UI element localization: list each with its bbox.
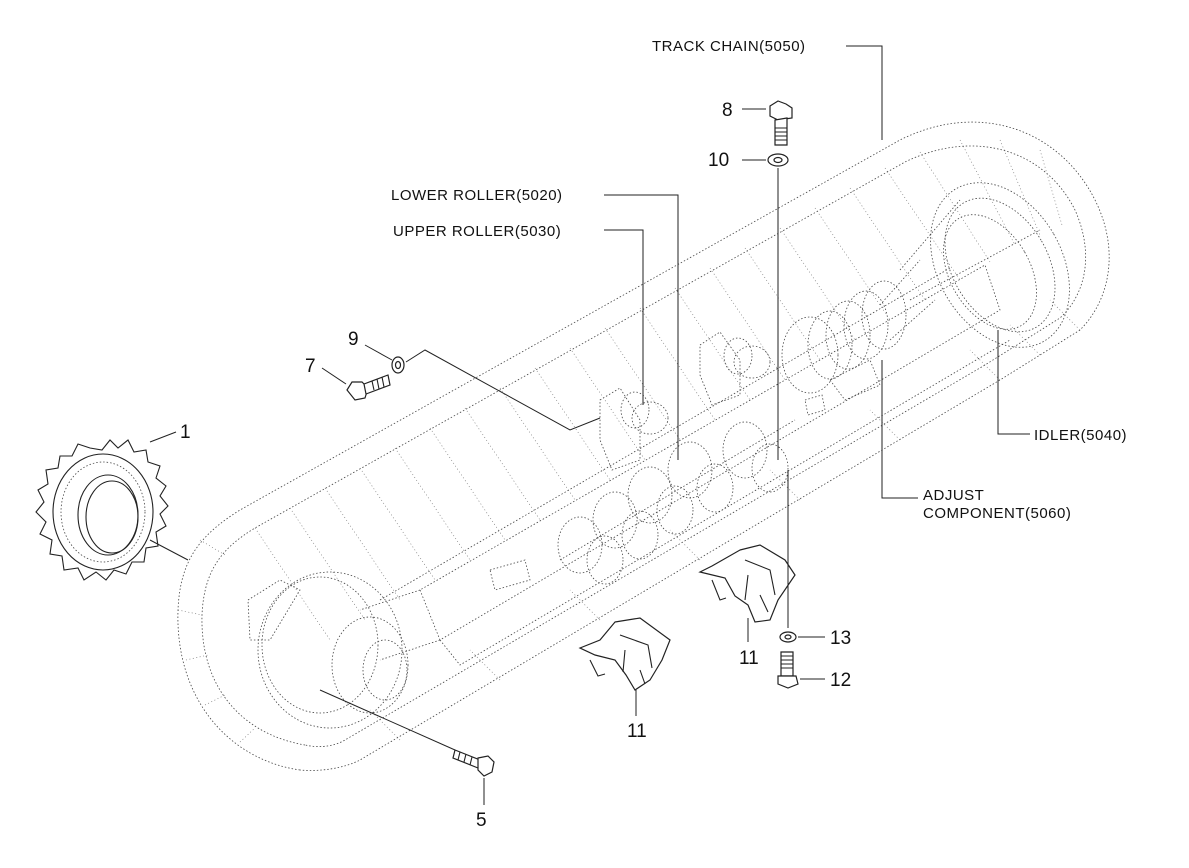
washer-9-drawing bbox=[391, 356, 405, 374]
label-upper-roller: UPPER ROLLER(5030) bbox=[393, 223, 561, 240]
leader-lines bbox=[149, 45, 1030, 805]
adjust-component-drawing bbox=[781, 259, 936, 416]
part-callouts: 1 5 7 8 9 10 11 11 12 13 bbox=[180, 100, 851, 831]
track-frame bbox=[359, 264, 1011, 666]
washer-13-drawing bbox=[779, 631, 797, 643]
track-guard-11-right-drawing bbox=[698, 544, 796, 623]
callout-11-right: 11 bbox=[739, 648, 759, 669]
track-shoes bbox=[177, 139, 1081, 743]
bolt-8-drawing bbox=[769, 100, 793, 146]
callout-1: 1 bbox=[180, 422, 191, 443]
callout-8: 8 bbox=[722, 100, 733, 121]
label-track-chain: TRACK CHAIN(5050) bbox=[652, 38, 806, 55]
sprocket-drawing bbox=[35, 439, 169, 581]
track-guard-11-left-drawing bbox=[578, 617, 671, 691]
upper-roller-drawings bbox=[599, 331, 771, 471]
bolt-12-drawing bbox=[777, 651, 799, 689]
final-drive-drawing bbox=[247, 571, 409, 729]
label-adjust-line2: COMPONENT(5060) bbox=[923, 505, 1071, 522]
label-lower-roller: LOWER ROLLER(5020) bbox=[391, 187, 563, 204]
component-labels: TRACK CHAIN(5050) LOWER ROLLER(5020) UPP… bbox=[391, 38, 1127, 522]
callout-10: 10 bbox=[708, 150, 729, 171]
washer-10-drawing bbox=[767, 153, 789, 167]
bolt-7-drawing bbox=[346, 374, 391, 401]
callout-12: 12 bbox=[830, 670, 851, 691]
label-adjust-line1: ADJUST bbox=[923, 487, 984, 504]
callout-9: 9 bbox=[348, 329, 359, 350]
track-assembly-drawing bbox=[177, 121, 1110, 771]
callout-13: 13 bbox=[830, 628, 851, 649]
callout-5: 5 bbox=[476, 810, 487, 831]
bolt-5-drawing bbox=[452, 749, 495, 777]
idler-drawing bbox=[899, 182, 1070, 348]
label-idler: IDLER(5040) bbox=[1034, 427, 1127, 444]
callout-7: 7 bbox=[305, 356, 316, 377]
lower-roller-drawings bbox=[489, 419, 796, 591]
callout-11-left: 11 bbox=[627, 721, 647, 742]
